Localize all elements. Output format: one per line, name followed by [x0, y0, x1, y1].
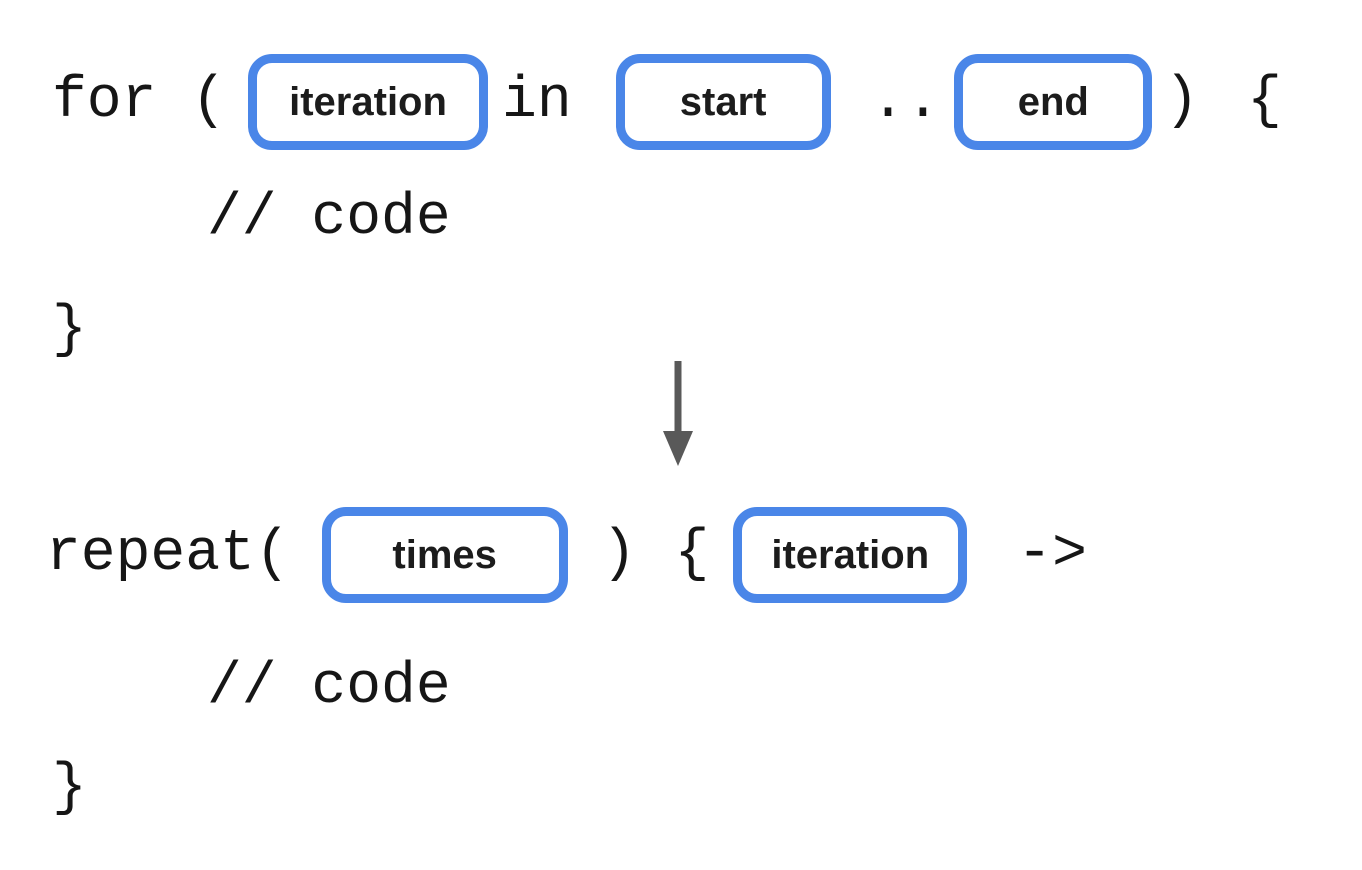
for-keyword: for (	[52, 68, 227, 134]
lambda-arrow: ->	[1017, 521, 1087, 587]
slot-iteration-label: iteration	[289, 80, 447, 124]
down-arrow-icon	[661, 361, 695, 467]
for-body-comment: // code	[207, 186, 451, 251]
slot-lambda-iteration-label: iteration	[771, 533, 930, 577]
for-close-brace: }	[52, 298, 87, 363]
for-signature-line: for ( iteration in start .. end ) {	[52, 54, 1282, 150]
slot-end: end	[954, 54, 1153, 150]
slot-times-label: times	[392, 533, 497, 577]
for-open-brace: {	[1247, 68, 1282, 134]
slot-lambda-iteration: iteration	[733, 507, 968, 603]
repeat-signature-line: repeat( times ) { iteration ->	[46, 507, 1087, 603]
range-operator: ..	[870, 68, 941, 134]
repeat-close-brace: }	[52, 756, 87, 821]
repeat-open-brace: {	[674, 521, 710, 587]
slot-iteration: iteration	[248, 54, 489, 150]
repeat-body-comment: // code	[207, 655, 451, 720]
slot-end-label: end	[1017, 80, 1089, 124]
slot-start: start	[615, 54, 831, 150]
for-close-paren: )	[1164, 68, 1200, 134]
slot-start-label: start	[679, 80, 767, 124]
repeat-close-paren: )	[601, 521, 637, 587]
repeat-keyword: repeat(	[46, 521, 290, 587]
in-keyword: in	[502, 68, 572, 134]
slot-times: times	[321, 507, 568, 603]
